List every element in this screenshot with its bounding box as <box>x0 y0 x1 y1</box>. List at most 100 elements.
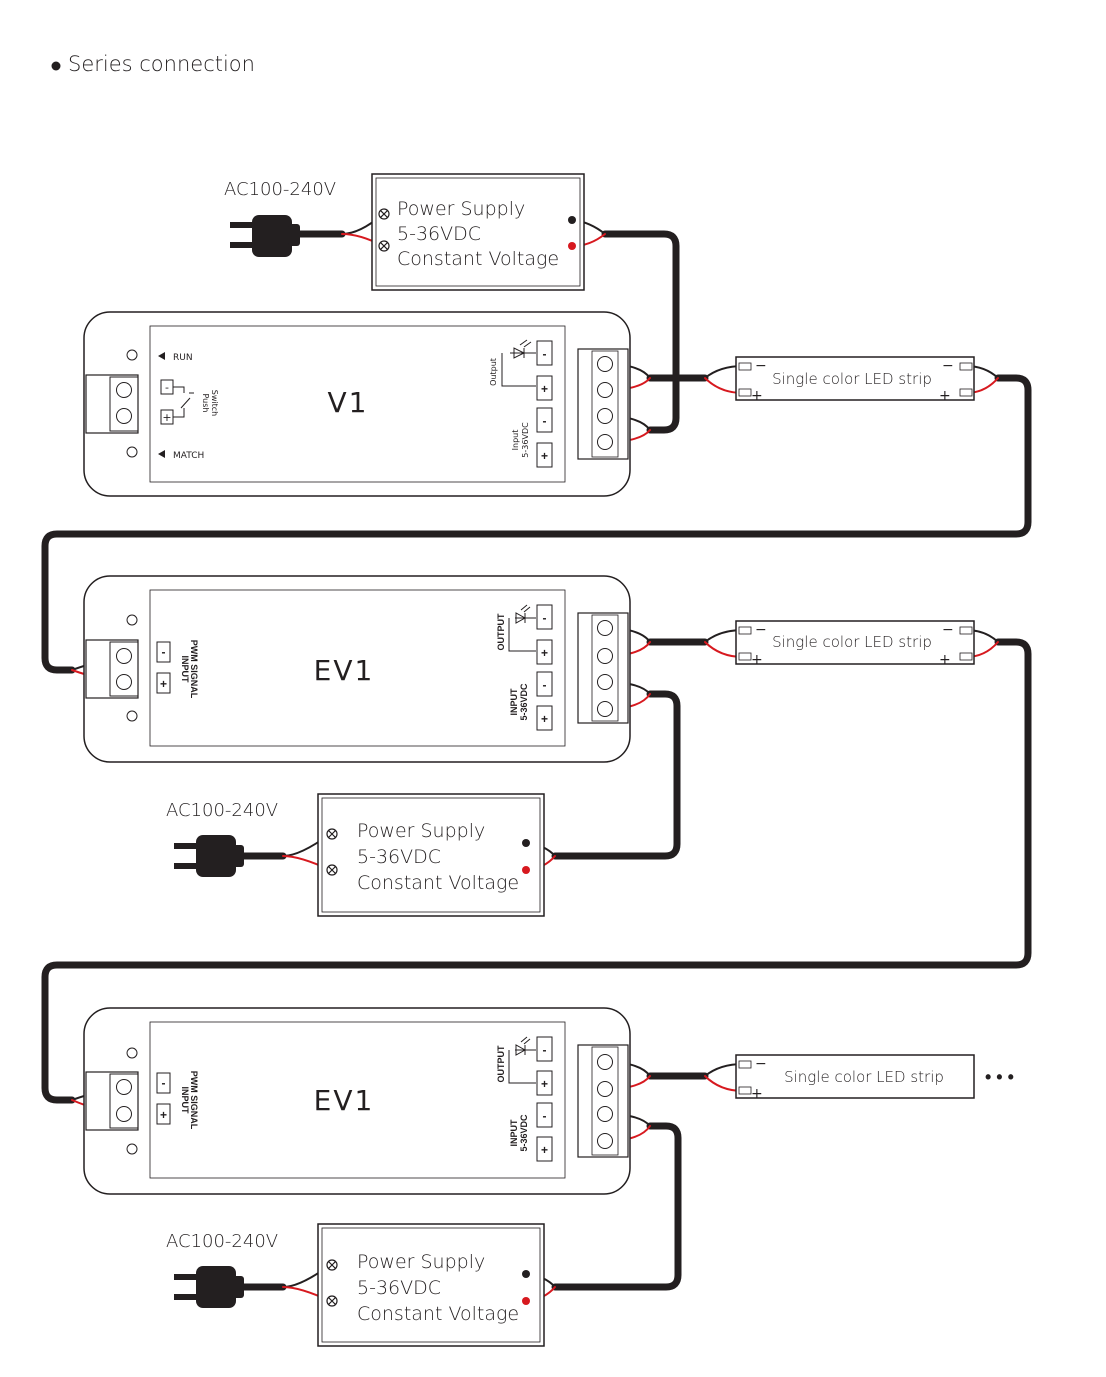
signal-plus: + <box>160 1108 167 1122</box>
strip-minus-in: − <box>755 358 767 374</box>
input-voltage-label: 5-36VDC <box>519 1114 529 1152</box>
ps-line1: Power Supply <box>357 1251 485 1273</box>
ps-line3: Constant Voltage <box>357 1303 519 1325</box>
push-plus: + <box>162 411 171 424</box>
ps1-to-v1-wire <box>601 230 680 434</box>
run-led-icon <box>126 349 138 361</box>
signal-minus: - <box>162 645 166 659</box>
in-minus: - <box>543 678 547 692</box>
power-supply-1: AC100-240V Power Supply 5-36VDC Constant… <box>224 173 585 291</box>
led-strip-body <box>735 1054 975 1099</box>
power-supply-box <box>371 173 585 291</box>
ac-label: AC100-240V <box>166 800 278 821</box>
push-switch-symbol <box>160 379 194 425</box>
out-plus: + <box>541 382 548 396</box>
strip-plus-in: + <box>751 388 763 404</box>
strip-label: Single color LED strip <box>772 633 932 651</box>
v1-polarity-boxes <box>536 340 553 468</box>
dc-minus-dot <box>568 216 576 224</box>
ac-plug-icon <box>174 1266 244 1308</box>
power-supply-box <box>317 1223 545 1347</box>
strip-pad-icon <box>738 626 973 661</box>
match-label: MATCH <box>173 451 204 461</box>
v1-name: V1 <box>328 386 369 419</box>
ev1-label-panel <box>149 1021 566 1179</box>
input-voltage-label: 5-36VDC <box>521 422 530 458</box>
strip2-to-ev1b-wire <box>41 638 1032 1104</box>
push-minus: - <box>165 381 169 394</box>
ev1-device-2: - + INPUT PWM SIGNAL EV1 OUTPUT - + - + … <box>83 1007 631 1195</box>
ps-line3: Constant Voltage <box>397 248 559 270</box>
ps-line2: 5-36VDC <box>357 846 441 868</box>
out-minus: - <box>543 347 547 361</box>
ps-line2: 5-36VDC <box>397 223 481 245</box>
signal-label-1: INPUT <box>180 1087 190 1115</box>
strip-pad-icon <box>738 1060 752 1095</box>
dc-plus-dot <box>568 242 576 250</box>
in-plus: + <box>541 449 548 463</box>
strip-label: Single color LED strip <box>772 370 932 388</box>
led-strip-3: − + Single color LED strip <box>735 1054 975 1102</box>
strip-plus-out: + <box>939 652 951 668</box>
dc-minus-dot <box>522 839 530 847</box>
signal-label-1: INPUT <box>180 656 190 684</box>
led-output-icon <box>508 604 536 652</box>
strip1-to-ev1a-wire <box>41 374 1032 674</box>
ac-plug-icon <box>230 215 300 257</box>
in-plus: + <box>541 712 548 726</box>
ps-line1: Power Supply <box>357 820 485 842</box>
out-plus: + <box>541 1077 548 1091</box>
heading-bullet <box>51 61 61 71</box>
input-label: Input <box>511 430 520 451</box>
out-minus: - <box>543 611 547 625</box>
match-led-icon <box>126 446 138 458</box>
switch-label: Switch <box>210 390 219 416</box>
ac-label: AC100-240V <box>224 179 336 200</box>
output-label: OUTPUT <box>496 613 506 651</box>
push-label: Push <box>201 394 210 413</box>
signal-label-2: PWM SIGNAL <box>189 1071 199 1130</box>
signal-terminal <box>85 639 139 699</box>
led-output-icon <box>508 1036 536 1084</box>
signal-polarity-boxes <box>156 641 171 694</box>
strip-minus-out: − <box>942 622 954 638</box>
ev1-housing <box>83 575 631 763</box>
strip-plus-out: + <box>939 388 951 404</box>
led-indicator-icon <box>126 1047 138 1059</box>
out-plus: + <box>541 646 548 660</box>
ev1-polarity-boxes <box>536 604 553 731</box>
ac-terminal-icon <box>326 828 338 876</box>
power-supply-2: AC100-240V Power Supply 5-36VDC Constant… <box>166 793 545 917</box>
ps-line3: Constant Voltage <box>357 872 519 894</box>
ev1-name: EV1 <box>314 654 375 687</box>
ps-line1: Power Supply <box>397 198 525 220</box>
signal-terminal <box>85 1071 139 1131</box>
v1-housing <box>83 311 631 497</box>
v1-label-panel <box>149 325 566 483</box>
out-minus: - <box>543 1043 547 1057</box>
strip-plus-in: + <box>751 652 763 668</box>
ev1-name: EV1 <box>314 1084 375 1117</box>
v1-terminal-block <box>577 348 629 460</box>
ps2-to-ev1a-wire <box>551 690 681 860</box>
ev1-terminal-block <box>577 1044 629 1158</box>
run-label: RUN <box>173 353 193 363</box>
ev1-terminal-block <box>577 612 629 724</box>
strip-plus-in: + <box>751 1086 763 1102</box>
signal-plus: + <box>160 677 167 691</box>
trunk-wires <box>41 230 1032 1291</box>
heading: Series connection <box>68 52 255 76</box>
continuation-dots: • • • <box>985 1067 1014 1087</box>
v1-device: RUN MATCH - + Push Switch V1 Output <box>83 311 631 497</box>
strip-label: Single color LED strip <box>784 1068 944 1086</box>
ev1-device-1: - + INPUT PWM SIGNAL EV1 OUTPUT - + - + … <box>83 575 631 763</box>
dc-plus-dot <box>522 866 530 874</box>
ps3-to-ev1b-wire <box>551 1122 682 1291</box>
ev1-polarity-boxes <box>536 1036 553 1162</box>
ev1-housing <box>83 1007 631 1195</box>
ev1-label-panel <box>149 589 566 747</box>
strip-minus-out: − <box>942 358 954 374</box>
strip-pad-icon <box>738 362 973 397</box>
signal-polarity-boxes <box>156 1072 171 1125</box>
